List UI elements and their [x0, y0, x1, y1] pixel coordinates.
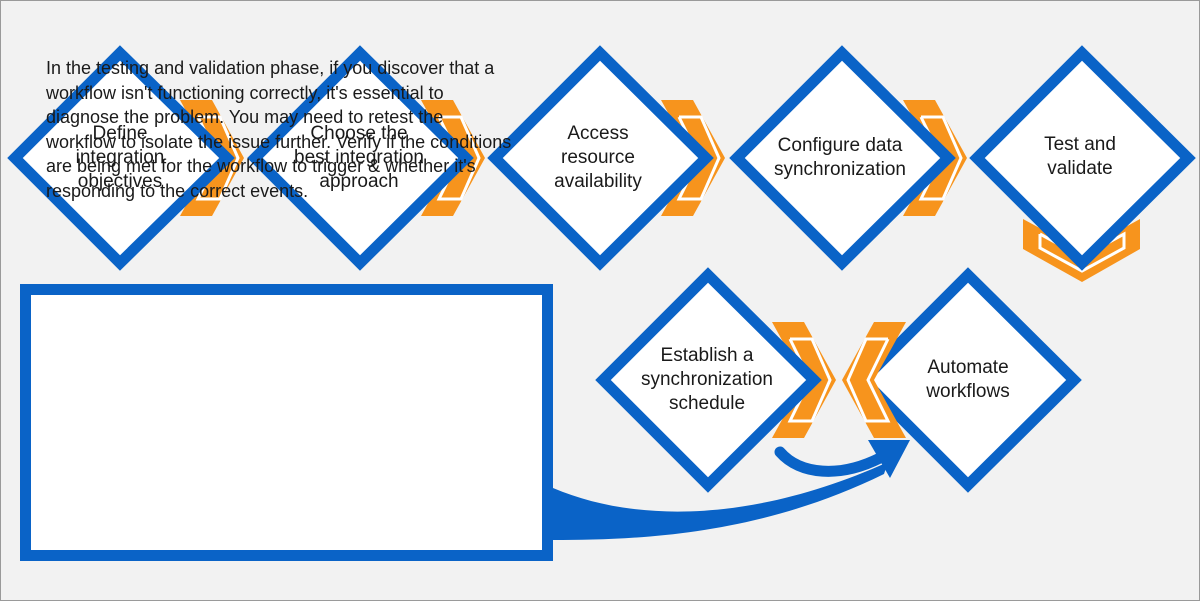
step-2-shape	[247, 45, 485, 271]
step-3-shape	[487, 45, 725, 271]
step-7-diamond	[855, 267, 1082, 493]
step-7-shape	[842, 267, 1082, 493]
curved-arrow-icon	[774, 446, 886, 477]
step-1-diamond	[7, 45, 235, 271]
step-6-shape	[595, 267, 836, 493]
callout-box	[20, 284, 553, 561]
step-4-diamond	[729, 45, 956, 271]
step-6-diamond	[595, 267, 822, 493]
step-1-shape	[7, 45, 244, 271]
step-5-shape	[969, 45, 1196, 282]
step-4-shape	[729, 45, 967, 271]
chevron-left-icon	[842, 322, 906, 438]
callout-text: In the testing and validation phase, if …	[46, 58, 512, 201]
step-3-diamond	[487, 45, 714, 271]
step-2-diamond	[247, 45, 474, 271]
step-5-diamond	[969, 45, 1196, 271]
step-6-to-7-arrow	[774, 440, 910, 478]
callout-curved-arrow-icon	[553, 462, 888, 540]
